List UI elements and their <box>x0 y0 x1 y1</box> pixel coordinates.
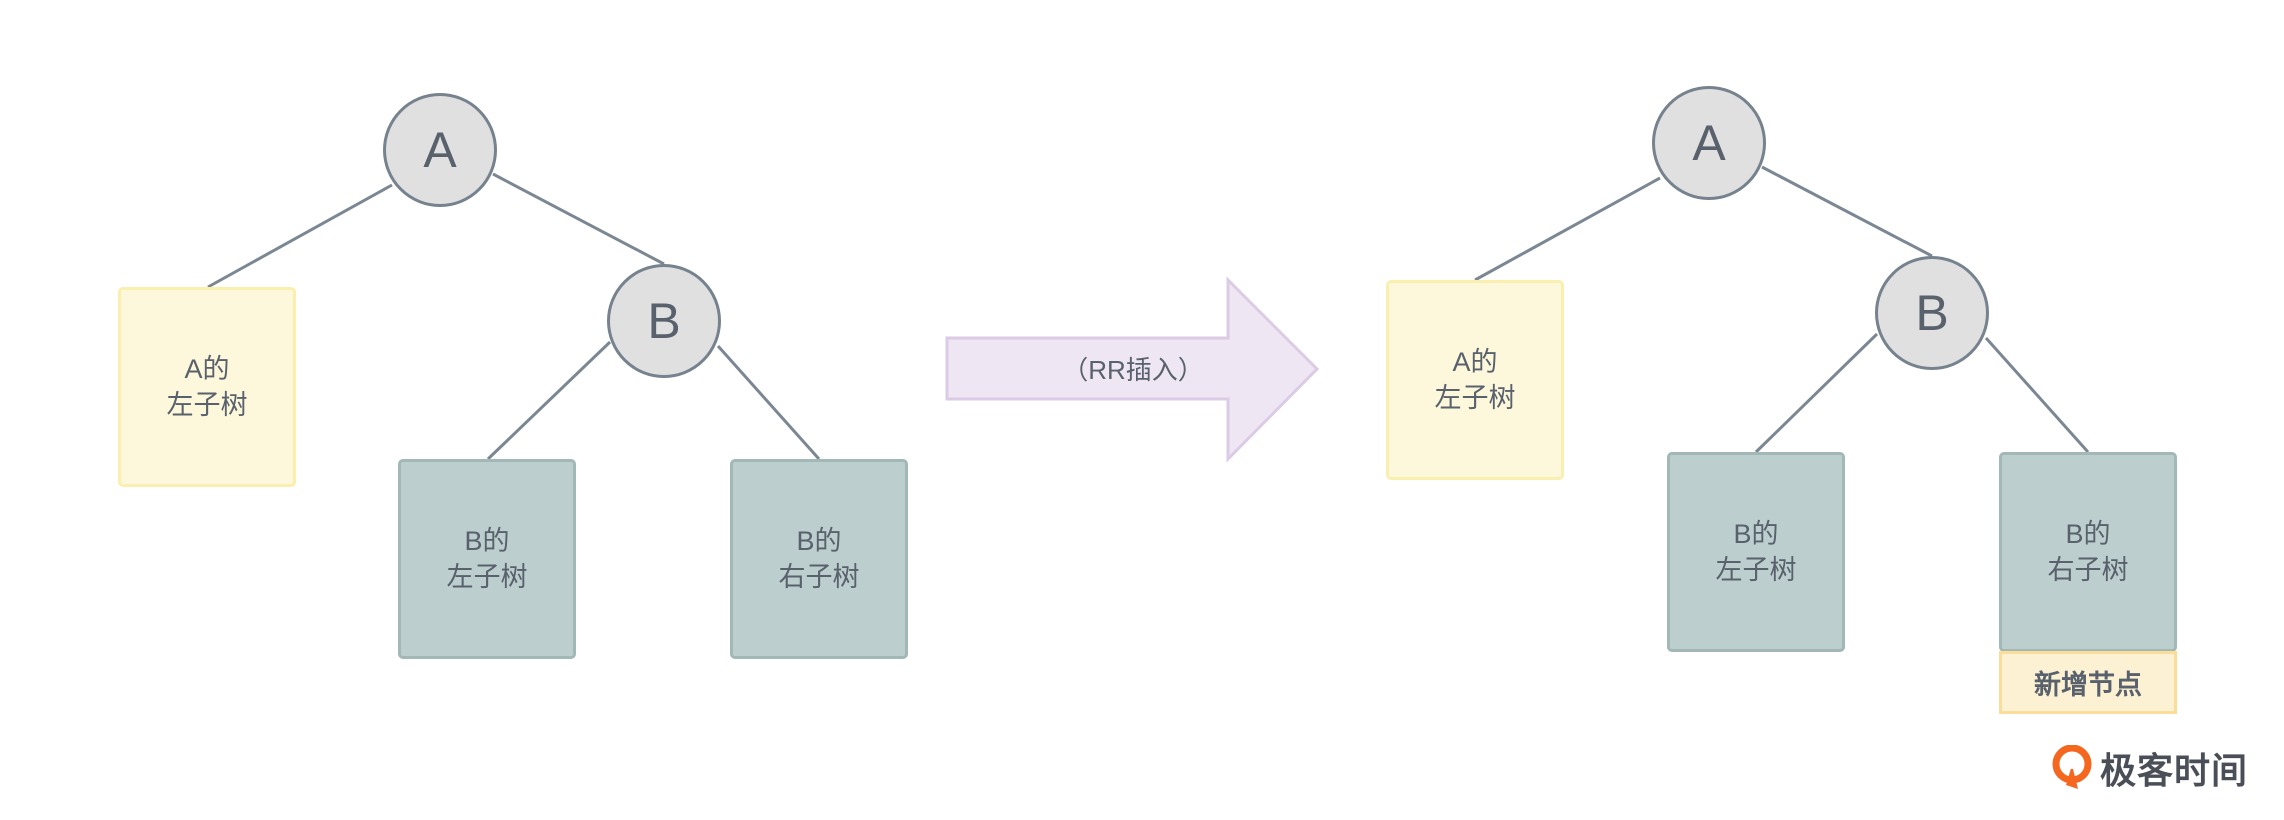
node-b-after: B <box>1875 256 1989 370</box>
label-line1: B的 <box>1733 519 1779 549</box>
label-line2: 左子树 <box>1715 555 1797 585</box>
new-node: 新增节点 <box>1999 651 2177 714</box>
arrow-label: （RR插入） <box>1062 355 1204 385</box>
b-right-subtree-after: B的 右子树 <box>1999 452 2177 652</box>
label-line1: A的 <box>1452 347 1498 377</box>
edge-b-right-r <box>1984 336 2090 454</box>
b-right-subtree: B的 右子树 <box>730 459 908 659</box>
label-line2: 左子树 <box>1434 383 1516 413</box>
b-left-subtree-after: B的 左子树 <box>1667 452 1845 652</box>
logo-text: 极客时间 <box>2100 750 2249 791</box>
node-a: A <box>383 93 497 207</box>
node-a-after: A <box>1652 86 1766 200</box>
label-line1: B的 <box>464 526 510 556</box>
logo: 极客时间 <box>2052 742 2248 794</box>
transform-arrow <box>945 276 1320 463</box>
edge-a-b <box>492 172 665 266</box>
label-line2: 右子树 <box>778 562 860 592</box>
b-left-subtree: B的 左子树 <box>398 459 576 659</box>
a-left-subtree: A的 左子树 <box>118 287 296 487</box>
geektime-logo-icon <box>2052 745 2092 789</box>
label-line2: 右子树 <box>2047 555 2129 585</box>
label-line2: 左子树 <box>166 390 248 420</box>
label-line1: B的 <box>2065 519 2111 549</box>
edge-b-left-r <box>1754 332 1879 454</box>
edge-a-left-r <box>1474 176 1661 282</box>
label-line1: B的 <box>796 526 842 556</box>
edge-a-left <box>207 183 393 289</box>
node-b: B <box>607 264 721 378</box>
label-line1: A的 <box>184 354 230 384</box>
edge-a-b-r <box>1761 165 1933 258</box>
edge-b-left <box>486 340 612 461</box>
a-left-subtree-after: A的 左子树 <box>1386 280 1564 480</box>
label-line2: 左子树 <box>446 562 528 592</box>
edge-b-right <box>716 345 821 460</box>
